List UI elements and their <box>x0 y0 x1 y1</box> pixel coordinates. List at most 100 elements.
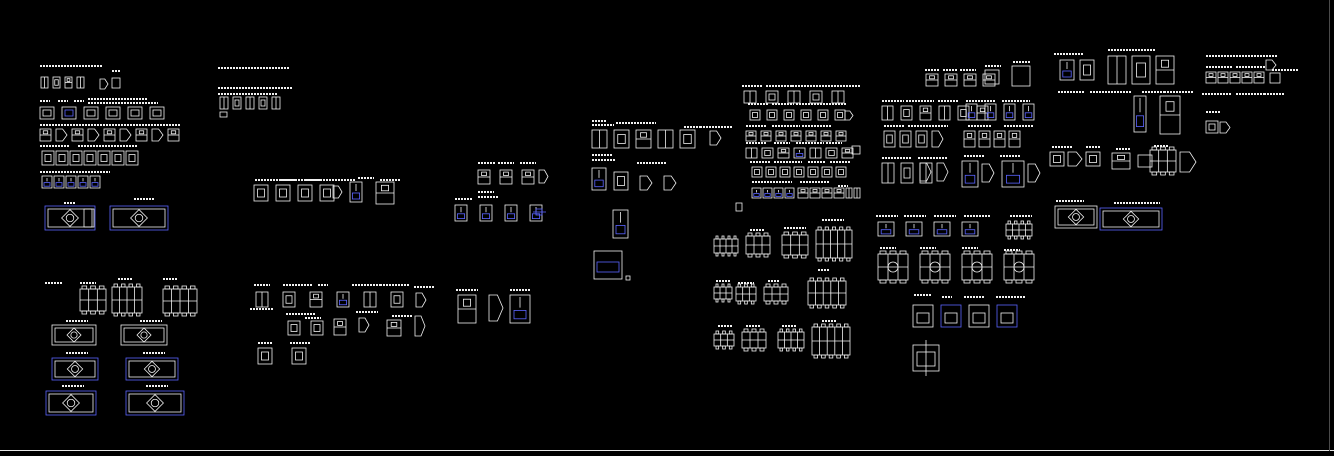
breaker-handle <box>170 130 177 135</box>
contactor-terminal <box>824 257 829 262</box>
breaker-handle <box>295 351 303 361</box>
panel-symbol <box>109 205 169 231</box>
breaker-handle <box>996 132 1003 138</box>
contactor-terminal <box>817 257 822 262</box>
contactor-terminal <box>899 250 907 255</box>
breaker-handle <box>106 130 113 135</box>
contactor-terminal <box>1151 146 1158 151</box>
contactor-terminal <box>727 283 731 288</box>
contactor-terminal <box>1014 235 1018 240</box>
breaker-handle <box>966 132 973 138</box>
panel-symbol <box>44 205 96 231</box>
breaker-handle <box>261 351 269 361</box>
panel-diamond <box>66 360 84 378</box>
breaker-handle <box>1136 115 1145 128</box>
breaker-handle <box>812 93 820 101</box>
breaker-handle <box>824 189 830 193</box>
breaker-handle <box>902 134 909 144</box>
breaker-handle <box>948 75 954 80</box>
breaker-handle <box>800 189 806 193</box>
breaker-handle <box>903 109 910 117</box>
contactor-terminal <box>728 345 733 350</box>
breaker-symbol <box>835 166 847 178</box>
contactor-coil <box>929 261 941 273</box>
contactor-terminal <box>799 347 803 352</box>
breaker-handle <box>1005 112 1014 119</box>
contactor-terminal <box>889 279 897 284</box>
contactor-terminal <box>743 347 749 352</box>
breaker-handle <box>769 112 775 118</box>
breaker-handle <box>944 312 958 324</box>
contactor-terminal <box>737 300 742 305</box>
breaker-handle <box>337 320 343 326</box>
contactor-terminal <box>121 312 126 317</box>
panel-dial <box>134 213 144 223</box>
breaker-symbol <box>41 150 55 166</box>
panel-symbol <box>125 357 179 381</box>
contactor-terminal <box>836 354 841 359</box>
contactor-terminal <box>763 232 769 237</box>
side-view-symbol <box>119 128 132 142</box>
contactor-terminal <box>963 250 971 255</box>
contactor-terminal <box>1151 171 1158 176</box>
panel-inner <box>112 208 166 228</box>
breaker-handle <box>338 299 347 306</box>
breaker-handle <box>1000 312 1014 324</box>
contactor-terminal <box>839 226 844 231</box>
contactor-terminal <box>813 323 818 328</box>
breaker-handle <box>313 324 321 332</box>
breaker-symbol <box>83 106 99 120</box>
breaker-symbol <box>1049 151 1065 167</box>
breaker-symbol <box>821 166 833 178</box>
breaker-handle <box>903 167 911 179</box>
breaker-symbol <box>1003 103 1016 121</box>
contactor-terminal <box>715 298 719 303</box>
contactor-terminal <box>181 285 187 290</box>
breaker-symbol <box>749 109 761 121</box>
breaker-handle <box>72 154 80 162</box>
breaker-symbol <box>89 175 101 189</box>
breaker-handle <box>1006 174 1021 184</box>
breaker-handle <box>525 171 531 177</box>
breaker-handle <box>786 193 793 197</box>
contactor-terminal <box>1160 146 1166 151</box>
breaker-handle <box>795 153 804 157</box>
breaker-handle <box>257 188 265 198</box>
breaker-handle <box>58 154 66 162</box>
contactor-terminal <box>1160 171 1166 176</box>
breaker-handle <box>481 213 490 220</box>
contactor-terminal <box>1015 250 1023 255</box>
breaker-handle <box>908 229 920 235</box>
contactor-terminal <box>721 252 725 257</box>
panel-diamond <box>136 327 152 343</box>
side-view-symbol <box>919 162 932 182</box>
breaker-symbol <box>232 96 242 110</box>
side-view-symbol <box>99 78 109 90</box>
breaker-symbol <box>319 184 335 202</box>
breaker-handle <box>838 169 844 175</box>
breaker-symbol <box>291 347 307 365</box>
breaker-handle <box>234 99 240 107</box>
breaker-symbol <box>1131 55 1151 85</box>
contactor-coil <box>971 261 983 273</box>
breaker-handle <box>130 109 140 117</box>
side-view-symbol <box>1067 151 1083 167</box>
breaker-handle <box>1220 73 1226 77</box>
panel-symbol <box>125 390 185 416</box>
panel-inner <box>48 393 94 413</box>
panel-diamond <box>66 327 82 343</box>
contactor-terminal <box>727 298 731 303</box>
breaker-symbol <box>915 130 928 148</box>
contactor-terminal <box>744 300 748 305</box>
breaker-handle <box>503 171 509 177</box>
breaker-symbol <box>779 166 791 178</box>
panel-dial <box>1072 213 1080 221</box>
side-view-symbol <box>538 169 549 184</box>
contactor-terminal <box>755 232 761 237</box>
panel-symbol <box>120 324 168 346</box>
breaker-handle <box>752 112 758 118</box>
side-view-symbol <box>844 110 854 121</box>
breaker-symbol <box>287 320 301 336</box>
breaker-handle <box>1161 59 1170 68</box>
